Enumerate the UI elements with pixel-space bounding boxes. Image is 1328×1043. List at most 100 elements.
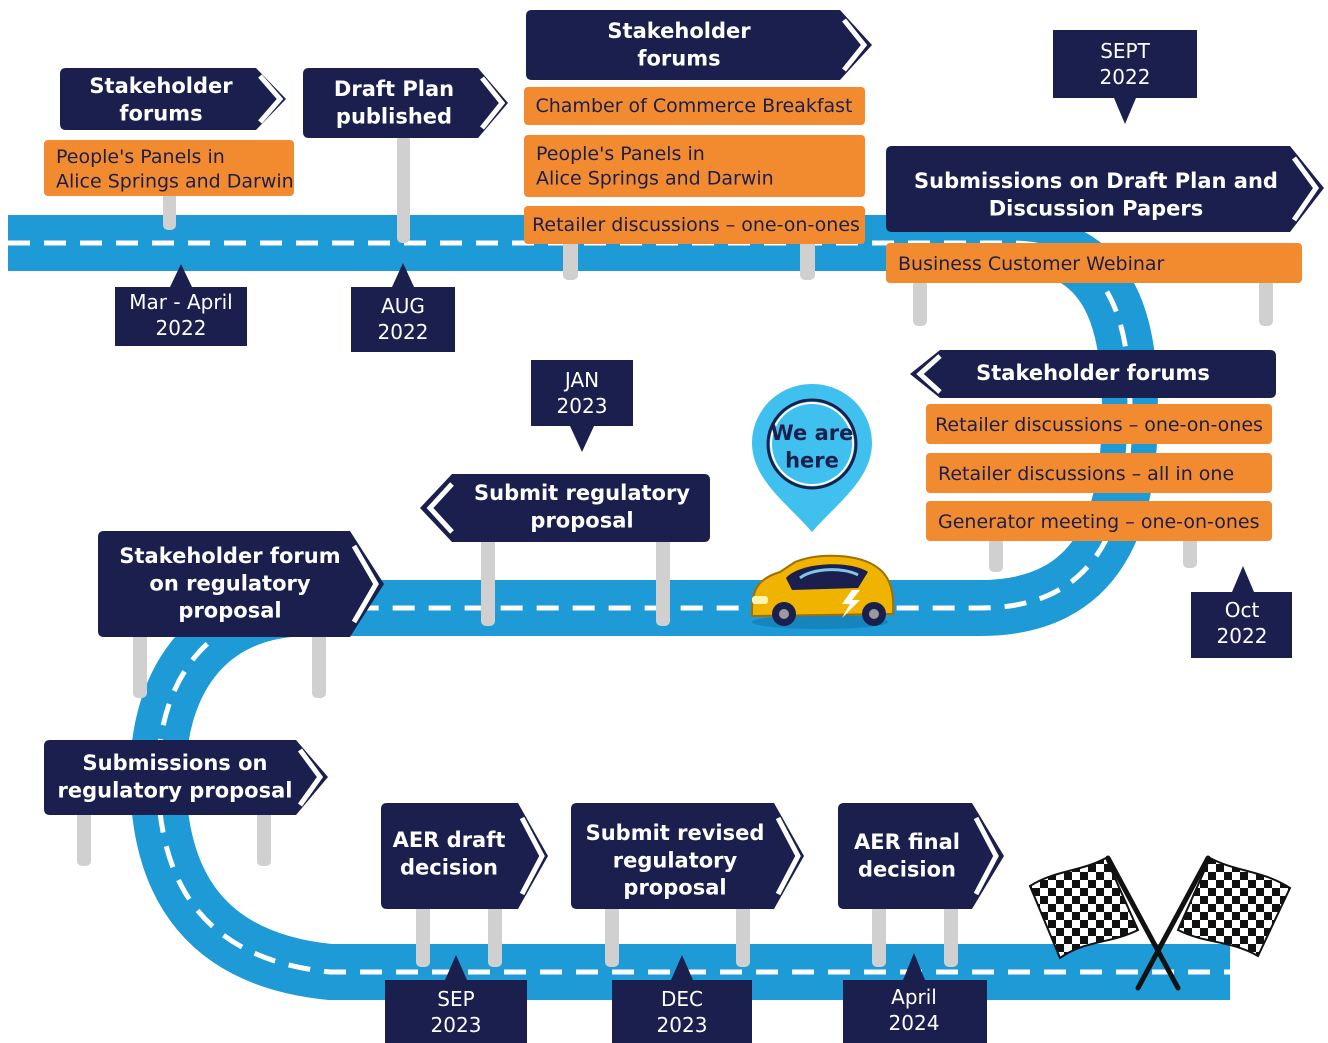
sign-stakeholder-forums-chamber: Stakeholder forums [526,10,872,80]
text-line: April [891,985,937,1009]
text-line: Stakeholder [607,19,751,43]
text-line: proposal [530,508,633,532]
text-line: AER draft [393,828,506,852]
svg-text:Business Customer Webinar: Business Customer Webinar [898,253,1165,275]
text-line: SEP [437,987,474,1011]
text-line: People's Panels in [536,143,705,165]
activity-chamber-breakfast: Chamber of Commerce Breakfast [524,87,865,125]
svg-text:Generator meeting – one-on-one: Generator meeting – one-on-ones [938,511,1260,533]
svg-text:Chamber of Commerce Breakfast: Chamber of Commerce Breakfast [535,95,852,117]
text-line: 2023 [431,1013,482,1037]
text-line: AUG [381,294,425,318]
sign-submit-regulatory-proposal: Submit regulatory proposal [420,474,710,542]
text-line: Mar - April [129,290,232,314]
text-line: Retailer discussions – one-on-ones [532,214,860,236]
text-line: Oct [1225,598,1260,622]
text-line: forums [637,46,720,70]
text-line: 2023 [557,394,608,418]
svg-text:Retailer discussions – one-on-: Retailer discussions – one-on-ones [935,414,1263,436]
text-line: People's Panels in [56,146,225,168]
svg-text:Stakeholder forums: Stakeholder forums [976,361,1210,385]
activity-retailer-one-on-ones-1: Retailer discussions – one-on-ones [524,206,865,244]
text-line: regulatory [613,848,738,872]
sign-submissions-regulatory-proposal: Submissions on regulatory proposal [44,740,328,815]
text-line: here [785,448,839,472]
sign-stakeholder-forums-oct: Stakeholder forums [910,350,1276,398]
sign-stakeholder-forums-2022: Stakeholder forums [60,68,286,130]
text-line: 2022 [1217,624,1268,648]
text-line: DEC [661,987,703,1011]
sign-text: Stakeholder forums [89,74,233,125]
text-line: decision [400,855,498,879]
text-line: Stakeholder forums [976,361,1210,385]
text-line: 2022 [378,320,429,344]
sign-draft-plan-published: Draft Plan published [303,68,508,138]
text-line: SEPT [1100,39,1150,63]
text-line: 2023 [657,1013,708,1037]
text-line: We are [771,421,854,445]
text-line: forums [119,101,202,125]
text-line: Stakeholder forum [119,544,340,568]
text-line: Generator meeting – one-on-ones [938,511,1260,533]
text-line: 2024 [889,1011,940,1035]
road [8,215,1230,1000]
svg-text:Retailer discussions – all in: Retailer discussions – all in one [938,463,1234,485]
text-line: 2022 [156,316,207,340]
activity-retailer-all-in-one: Retailer discussions – all in one [926,453,1272,493]
activity-peoples-panels-2: People's Panels in Alice Springs and Darw… [524,135,865,197]
sign-aer-draft-decision: AER draft decision [381,803,548,909]
text-line: AER final [854,830,960,854]
location-pin-icon: We are here [752,384,872,532]
text-line: Chamber of Commerce Breakfast [535,95,852,117]
text-line: 2022 [1100,65,1151,89]
text-line: regulatory proposal [58,778,293,802]
text-line: Business Customer Webinar [898,253,1165,275]
activity-business-webinar: Business Customer Webinar [886,243,1302,283]
text-line: Draft Plan [334,77,454,101]
text-line: Retailer discussions – all in one [938,463,1234,485]
checkered-flags-icon [1028,855,1292,991]
text-line: proposal [623,876,726,900]
text-line: Retailer discussions – one-on-ones [935,414,1263,436]
text-line: Alice Springs and Darwin [56,171,294,193]
text-line: Submissions on [83,751,268,775]
text-line: Alice Springs and Darwin [536,168,774,190]
text-line: decision [858,857,956,881]
text-line: Submit revised [586,821,765,845]
text-line: on regulatory [149,571,310,595]
text-line: JAN [563,368,599,392]
text-line: published [336,104,452,128]
sign-submit-revised-proposal: Submit revised regulatory proposal [571,803,804,909]
activity-generator-meeting: Generator meeting – one-on-ones [926,501,1272,541]
text-line: Stakeholder [89,74,233,98]
activity-retailer-one-on-ones-2: Retailer discussions – one-on-ones [926,404,1272,444]
text-line: Submit regulatory [474,481,690,505]
